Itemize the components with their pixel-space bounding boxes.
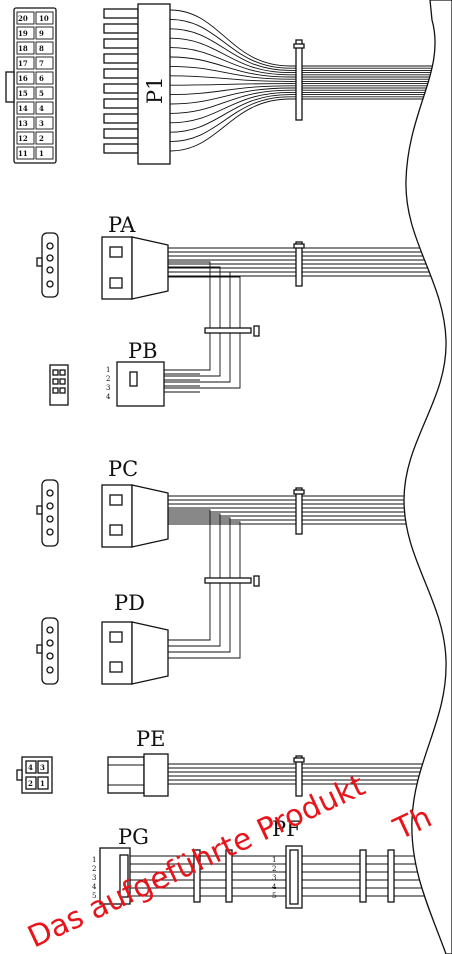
pb-pin-label: 2 — [106, 375, 110, 383]
p1-pin-label: 14 — [18, 104, 28, 113]
pg-pin-label: 4 — [92, 883, 97, 891]
pg-pin-label: 3 — [92, 874, 96, 882]
p1-wire — [169, 98, 440, 152]
p1-wire — [169, 89, 440, 114]
pb-label: PB — [128, 339, 158, 363]
pa-pb-branch-wire — [164, 261, 211, 371]
pf-pin-label: 4 — [272, 883, 277, 891]
p1-finger — [103, 128, 139, 139]
pa-pb-branch-wire — [164, 271, 231, 383]
p1-finger — [103, 113, 139, 124]
p1-pin-label: 4 — [39, 104, 44, 113]
pc-pd-branch-wire — [168, 521, 241, 659]
pa-label: PA — [108, 213, 136, 237]
cable-tie — [225, 849, 233, 903]
p1-pin-label: 15 — [18, 89, 28, 98]
pe-label: PE — [136, 727, 165, 751]
p1-pin-label: 1 — [39, 149, 44, 158]
break-line — [403, 0, 452, 954]
p1-connector: P1 — [103, 3, 440, 165]
p1-pin-label: 12 — [18, 134, 28, 143]
pe-pin-2: 2 — [28, 779, 33, 788]
watermark-text: Das aufgeführte Produkt — [23, 768, 371, 954]
pg-pin-label: 1 — [92, 856, 96, 864]
pe-connector: PE 4 3 2 1 — [16, 727, 440, 797]
p1-pin-label: 17 — [18, 59, 28, 68]
p1-pin-label: 7 — [39, 59, 44, 68]
pe-pin-3: 3 — [40, 763, 45, 772]
pf-pin-label: 2 — [272, 865, 276, 873]
pf-pin-label: 5 — [272, 892, 276, 900]
p1-finger — [103, 68, 139, 79]
pg-pin-label: 2 — [92, 865, 96, 873]
p1-wire — [169, 47, 440, 76]
p1-pin-label: 18 — [18, 44, 28, 53]
pf-label: PF — [272, 817, 301, 841]
p1-pin-label: 11 — [18, 149, 28, 158]
p1-wire — [169, 28, 440, 71]
p1-wire — [169, 94, 440, 133]
p1-wire — [169, 87, 440, 105]
p1-wire — [169, 18, 440, 69]
p1-pin-label: 6 — [39, 74, 44, 83]
pf-pin-label: 1 — [272, 856, 276, 864]
p1-wire — [169, 83, 440, 86]
p1-pin-label: 2 — [39, 134, 44, 143]
pe-pin-4: 4 — [28, 763, 33, 772]
p1-wire — [169, 91, 440, 124]
pa-connector: PA — [36, 213, 440, 389]
p1-pin-label: 10 — [39, 14, 49, 23]
p1-pin-label: 5 — [39, 89, 44, 98]
pb-pin-label: 4 — [106, 393, 111, 401]
p1-pin-label: 19 — [18, 29, 28, 38]
p1-pin-label: 16 — [18, 74, 28, 83]
pg-label: PG — [118, 825, 149, 849]
pc-pd-branch-wire — [168, 517, 231, 653]
p1-wire — [169, 75, 440, 82]
p1-finger — [103, 143, 139, 154]
pb-pin-label: 3 — [106, 384, 110, 392]
pd-connector: PD — [36, 575, 260, 685]
cable-tie — [387, 849, 395, 903]
p1-wire — [169, 56, 440, 78]
p1-pin-label: 8 — [39, 44, 44, 53]
p1-wire — [169, 96, 440, 143]
p1-wire — [169, 65, 440, 80]
p1-finger — [103, 38, 139, 49]
p1-pin-label: 13 — [18, 119, 28, 128]
p1-label: P1 — [143, 77, 167, 105]
p1-finger — [103, 8, 139, 19]
p1-wire — [169, 85, 440, 96]
cable-tie — [193, 849, 201, 903]
p1-finger — [103, 53, 139, 64]
p1-finger — [103, 83, 139, 94]
p1-finger — [103, 23, 139, 34]
pa-pb-branch-wire — [164, 266, 221, 377]
pb-pin-label: 1 — [106, 366, 110, 374]
pc-pd-branch-wire — [168, 509, 211, 641]
p1-wire — [169, 9, 440, 67]
pf-pin-label: 3 — [272, 874, 276, 882]
pd-label: PD — [114, 591, 145, 615]
cable-tie — [359, 849, 367, 903]
pg-pin-label: 5 — [92, 892, 96, 900]
p1-pin-label: 9 — [39, 29, 44, 38]
pe-pin-1: 1 — [40, 779, 45, 788]
pc-connector: PC — [36, 457, 440, 659]
p1-pin-label: 3 — [39, 119, 44, 128]
pc-label: PC — [108, 457, 138, 481]
p1-pin-label: 20 — [18, 14, 28, 23]
p1-wire — [169, 37, 440, 74]
p1-finger — [103, 98, 139, 109]
